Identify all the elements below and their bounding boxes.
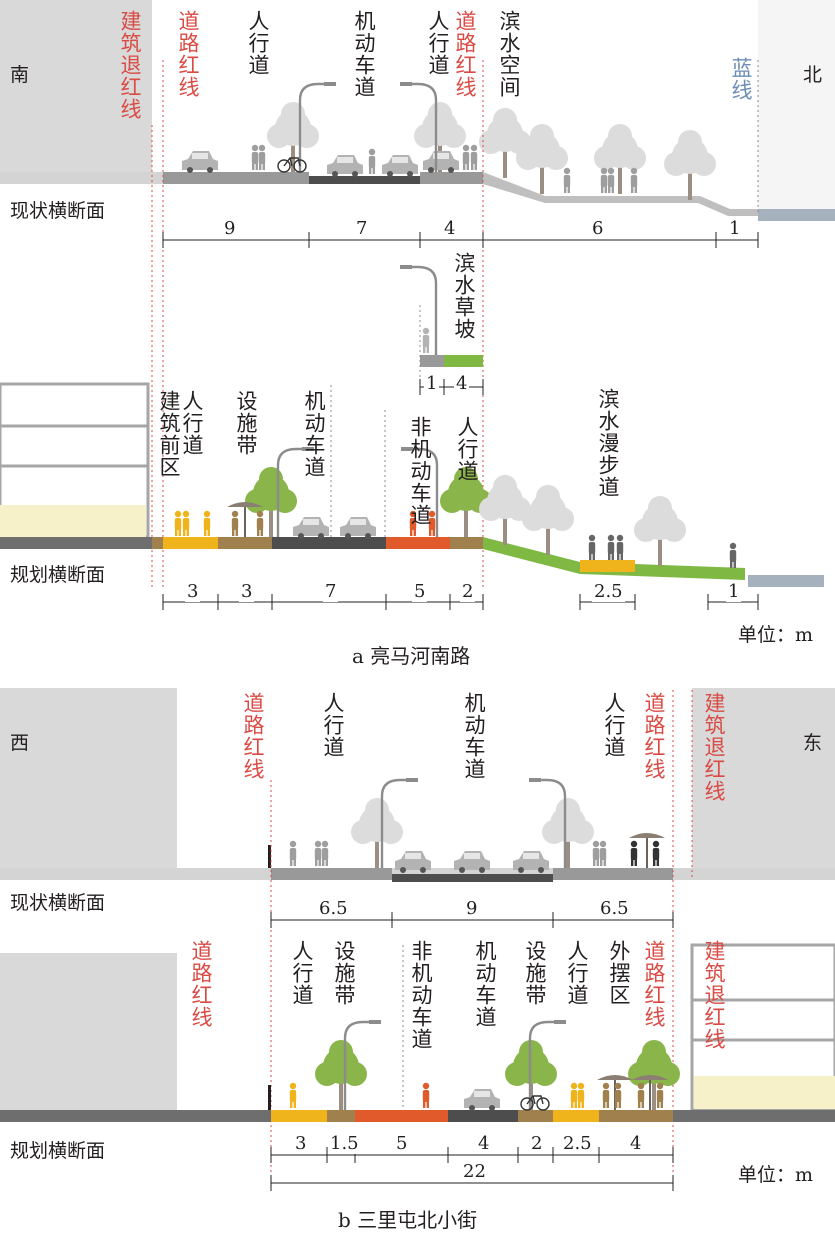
b-caption: b 三里屯北小街 xyxy=(338,1208,478,1232)
b-dim-6-5b: 6.5 xyxy=(598,898,631,919)
a-grass-slope-label: 滨水草坡 xyxy=(452,252,476,340)
b-planned-red-line-label-1: 道路红线 xyxy=(189,940,213,1028)
a-grass-inset xyxy=(398,263,484,395)
b-dim-6-5a: 6.5 xyxy=(317,898,350,919)
b-dim-9: 9 xyxy=(464,898,480,919)
a-unit-label: 单位：m xyxy=(738,624,814,646)
a-caption: a 亮马河南路 xyxy=(352,644,471,668)
b-facility-label-1: 设施带 xyxy=(332,940,356,1006)
b-nonmotor-label: 非机动车道 xyxy=(409,940,433,1050)
b-motorway-label: 机动车道 xyxy=(462,692,486,780)
b-pdim-2: 2 xyxy=(529,1133,545,1154)
b-facility-label-2: 设施带 xyxy=(523,940,547,1006)
b-sidewalk-label-2: 人行道 xyxy=(602,692,626,758)
a-north-label: 北 xyxy=(803,64,823,86)
b-planned-sidewalk-label-1: 人行道 xyxy=(290,940,314,1006)
a-pdim-2: 2 xyxy=(460,581,476,602)
b-pdim-5: 5 xyxy=(394,1133,410,1154)
a-current-dimension xyxy=(162,232,759,248)
a-dim-6: 6 xyxy=(590,218,606,239)
b-planned-red-line-label-2: 道路红线 xyxy=(642,940,666,1028)
b-pdim-1-5: 1.5 xyxy=(328,1133,361,1154)
b-road-red-line-label-1: 道路红线 xyxy=(241,692,265,780)
b-pdim-3: 3 xyxy=(293,1133,309,1154)
b-sidewalk-label-1: 人行道 xyxy=(321,692,345,758)
b-pdim-4b: 4 xyxy=(628,1133,644,1154)
a-planned-sidewalk-label: 人行道 xyxy=(180,390,204,456)
a-road-red-line-label-1: 道路红线 xyxy=(176,10,200,98)
a-sidewalk-label-1: 人行道 xyxy=(246,10,270,76)
a-dim-4: 4 xyxy=(442,218,458,239)
a-pdim-3a: 3 xyxy=(185,581,201,602)
a-dim-9: 9 xyxy=(222,218,238,239)
a-grass-dim-1: 1 xyxy=(424,373,440,394)
a-building-front-label: 建筑前区 xyxy=(157,390,181,478)
a-pdim-7: 7 xyxy=(323,581,339,602)
a-planned-section xyxy=(0,382,824,587)
a-planned-section-label: 规划横断面 xyxy=(10,564,106,586)
b-current-dimension xyxy=(270,912,674,928)
b-pdim-4a: 4 xyxy=(476,1133,492,1154)
a-grass-dim-4: 4 xyxy=(454,373,470,394)
a-current-section xyxy=(0,0,835,221)
b-west-label: 西 xyxy=(10,732,30,754)
a-sidewalk-label-2: 人行道 xyxy=(426,10,450,76)
b-planned-motorway-label: 机动车道 xyxy=(473,940,497,1028)
a-planned-dimension xyxy=(162,594,759,610)
b-planned-setback-label: 建筑退红线 xyxy=(702,940,726,1050)
b-total-width: 22 xyxy=(461,1161,488,1182)
a-blue-line-label: 蓝线 xyxy=(729,57,753,101)
b-planned-sidewalk-label-2: 人行道 xyxy=(565,940,589,1006)
a-road-red-line-label-2: 道路红线 xyxy=(453,10,477,98)
b-outdoor-zone-label: 外摆区 xyxy=(607,940,631,1006)
a-waterfront-walk-label: 滨水漫步道 xyxy=(596,388,620,498)
a-building-setback-label: 建筑退红线 xyxy=(118,10,142,120)
b-current-section xyxy=(0,688,835,882)
a-dim-1: 1 xyxy=(727,218,743,239)
a-waterfront-space-label: 滨水空间 xyxy=(497,10,521,98)
a-current-section-label: 现状横断面 xyxy=(10,200,106,222)
b-planned-section xyxy=(0,943,835,1122)
a-pdim-2-5: 2.5 xyxy=(592,581,625,602)
a-pdim-5: 5 xyxy=(412,581,428,602)
a-pdim-3b: 3 xyxy=(239,581,255,602)
b-road-red-line-label-2: 道路红线 xyxy=(642,692,666,780)
b-planned-dimension xyxy=(270,1147,674,1191)
b-east-label: 东 xyxy=(803,732,823,754)
b-unit-label: 单位：m xyxy=(738,1164,814,1186)
a-motorway-label: 机动车道 xyxy=(352,10,376,98)
a-planned-sidewalk-label-2: 人行道 xyxy=(455,416,479,482)
a-pdim-1: 1 xyxy=(726,581,742,602)
a-dim-7: 7 xyxy=(354,218,370,239)
b-current-section-label: 现状横断面 xyxy=(10,892,106,914)
b-building-setback-label: 建筑退红线 xyxy=(702,692,726,802)
a-facility-belt-label: 设施带 xyxy=(234,390,258,456)
b-planned-section-label: 规划横断面 xyxy=(10,1140,106,1162)
b-pdim-2-5: 2.5 xyxy=(561,1133,594,1154)
a-nonmotor-label: 非机动车道 xyxy=(408,416,432,526)
a-planned-motorway-label: 机动车道 xyxy=(302,390,326,478)
a-south-label: 南 xyxy=(10,64,30,86)
